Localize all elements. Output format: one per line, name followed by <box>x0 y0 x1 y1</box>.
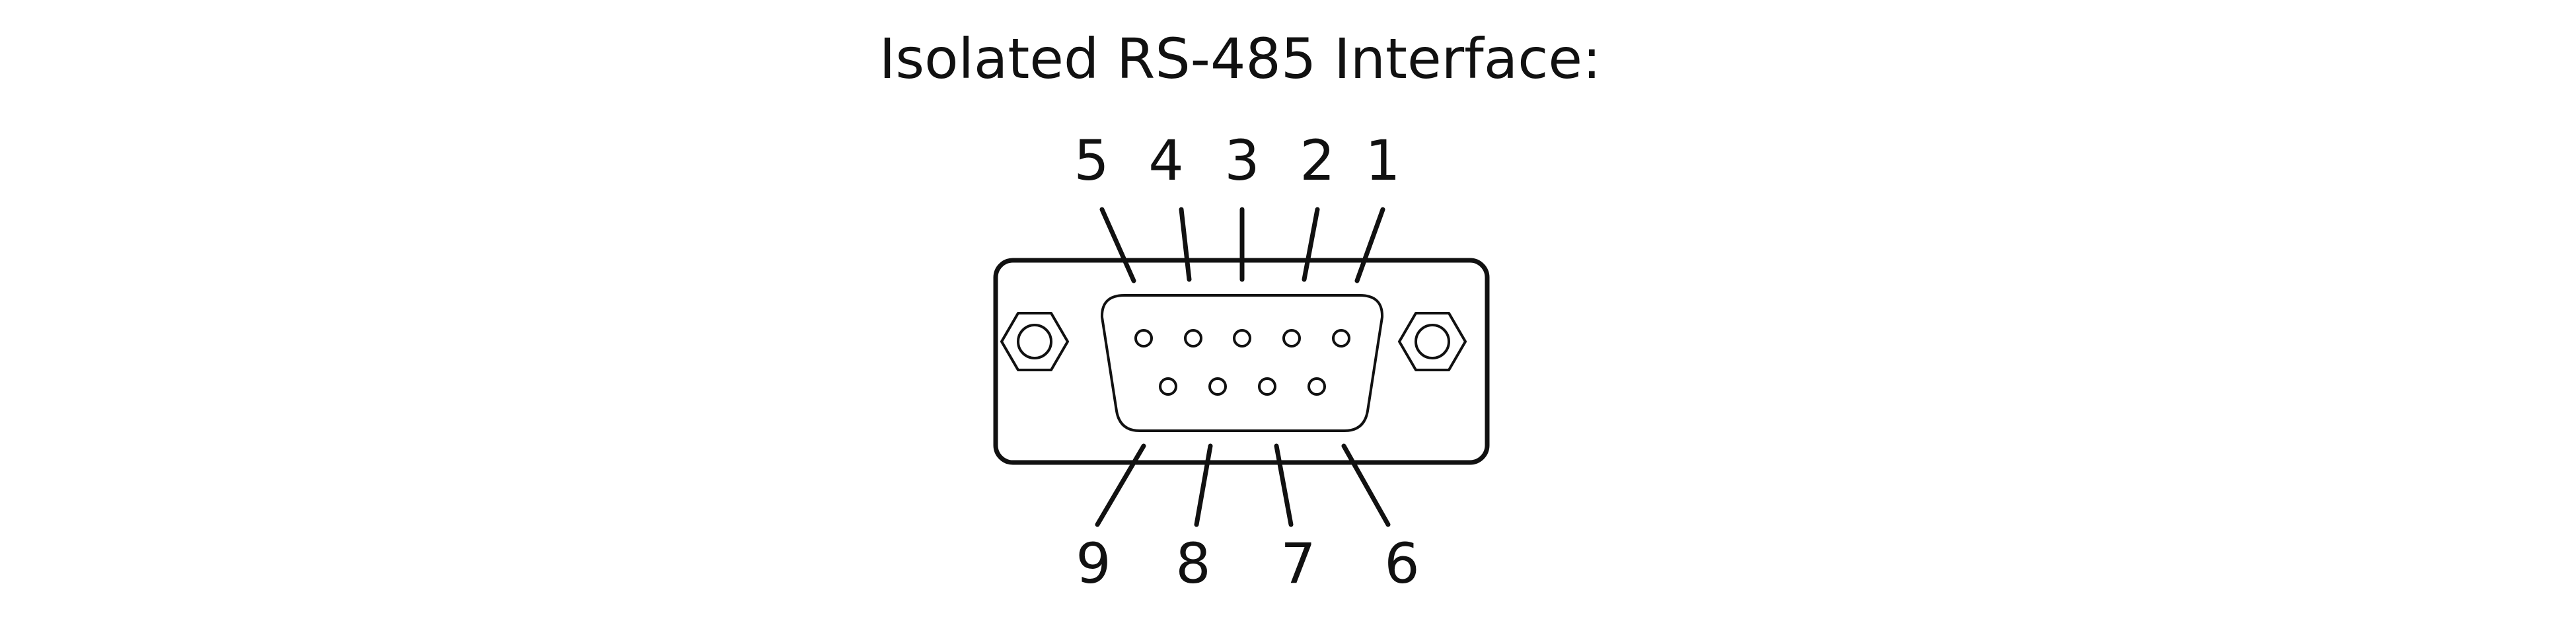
mounting-nut-left-icon <box>1000 312 1069 371</box>
pin-hole-6 <box>1307 377 1326 396</box>
pin-hole-1 <box>1332 329 1350 348</box>
pin-hole-9 <box>1159 377 1177 396</box>
pin-label-5: 5 <box>1074 128 1109 193</box>
leader-line-pin-6 <box>1341 443 1391 527</box>
pin-label-8: 8 <box>1175 531 1210 596</box>
pin-hole-3 <box>1233 329 1251 348</box>
leader-line-pin-7 <box>1274 443 1294 527</box>
leader-line-pin-8 <box>1194 443 1213 527</box>
connector-shell <box>993 258 1490 465</box>
pin-hole-2 <box>1282 329 1301 348</box>
diagram-title: Isolated RS-485 Interface: <box>879 26 1601 91</box>
leader-line-pin-1 <box>1354 207 1385 283</box>
pin-hole-7 <box>1258 377 1276 396</box>
pin-hole-8 <box>1208 377 1227 396</box>
pin-label-6: 6 <box>1384 531 1419 596</box>
pin-label-7: 7 <box>1280 531 1315 596</box>
pin-label-9: 9 <box>1076 531 1111 596</box>
leader-line-pin-2 <box>1302 207 1320 282</box>
pin-hole-4 <box>1184 329 1202 348</box>
leader-line-pin-4 <box>1179 207 1192 282</box>
connector-d-socket <box>1100 294 1384 432</box>
leader-line-pin-5 <box>1099 207 1136 283</box>
pin-label-4: 4 <box>1148 128 1183 193</box>
pin-label-3: 3 <box>1224 128 1259 193</box>
pin-label-2: 2 <box>1300 128 1335 193</box>
leader-line-pin-9 <box>1095 443 1146 527</box>
mounting-nut-right-icon <box>1398 312 1467 371</box>
pin-hole-5 <box>1134 329 1153 348</box>
pin-label-1: 1 <box>1365 128 1400 193</box>
